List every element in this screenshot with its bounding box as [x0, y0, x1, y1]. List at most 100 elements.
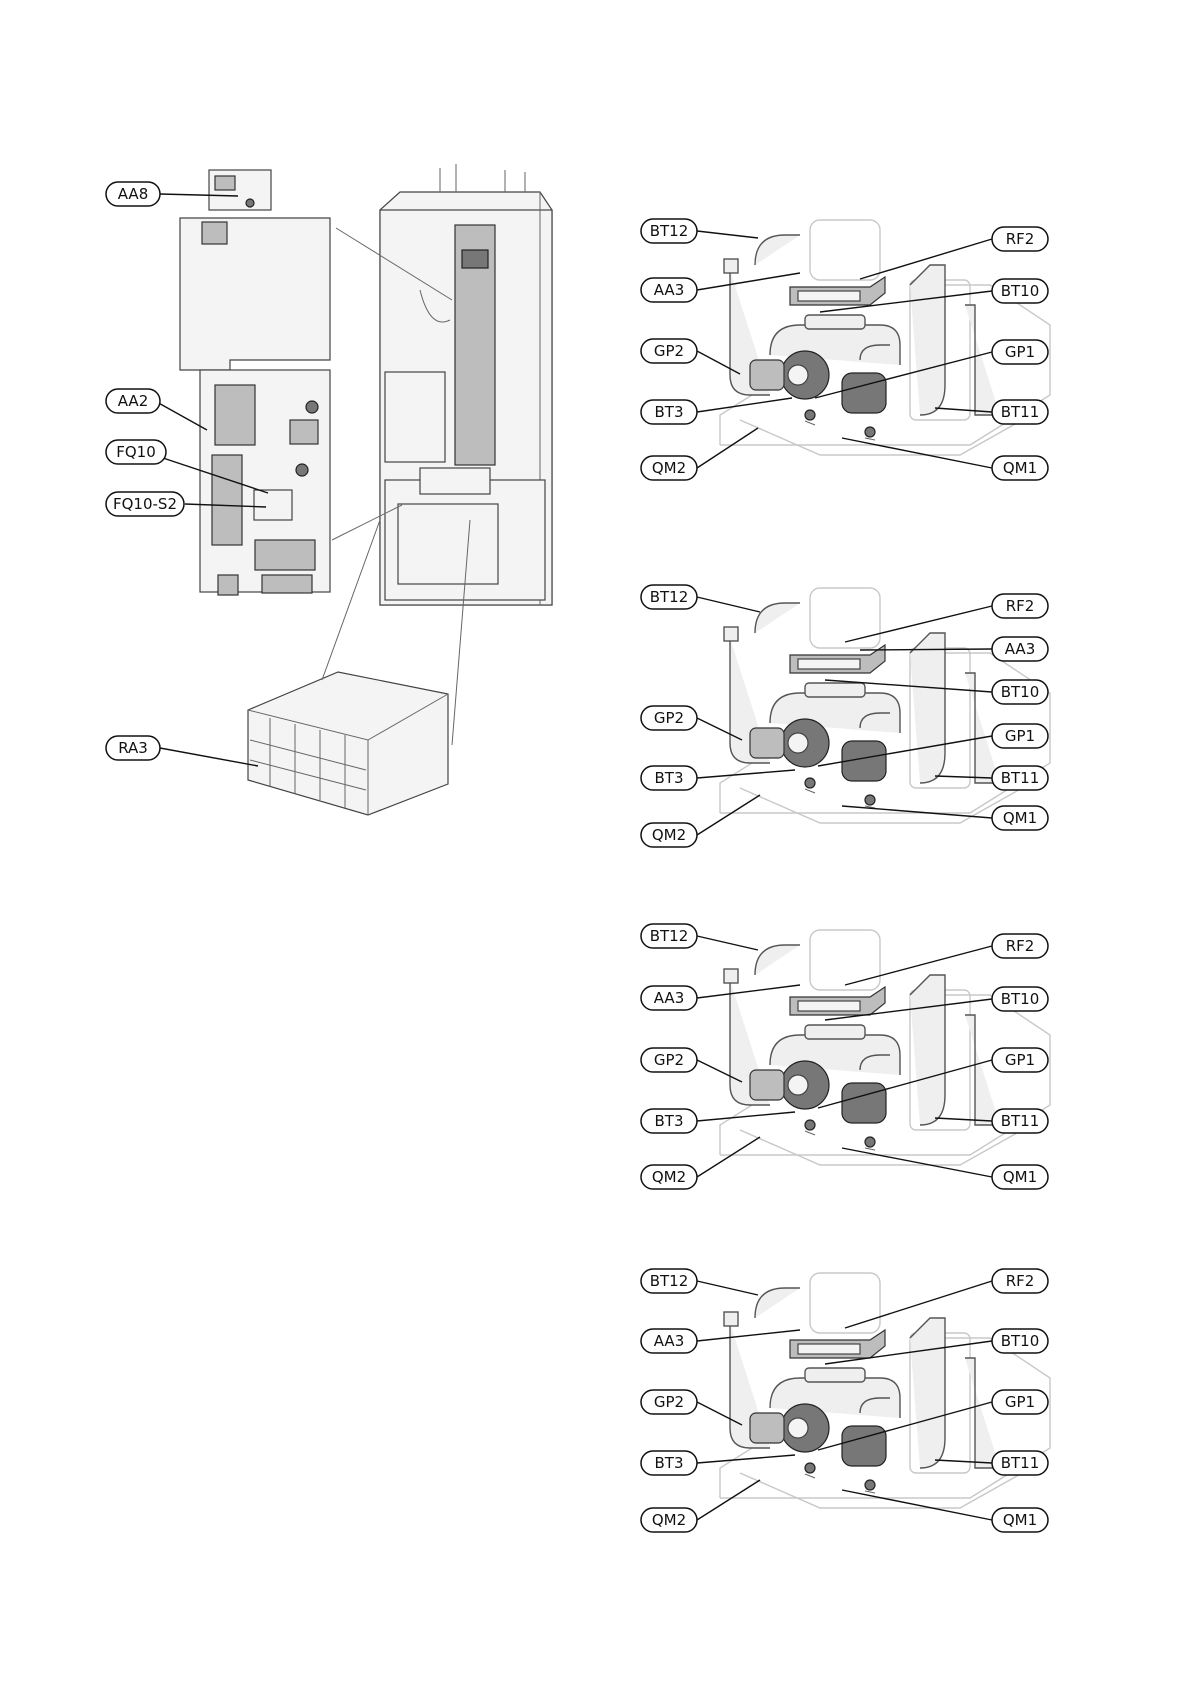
label-bt3: BT3	[641, 400, 697, 424]
label-qm1: QM1	[992, 806, 1048, 830]
label-bt3: BT3	[641, 766, 697, 790]
svg-text:FQ10-S2: FQ10-S2	[113, 495, 177, 513]
svg-text:BT3: BT3	[655, 403, 684, 421]
label-bt11: BT11	[992, 1451, 1048, 1475]
label-rf2: RF2	[992, 594, 1048, 618]
label-fq10: FQ10	[106, 440, 166, 464]
svg-text:RF2: RF2	[1006, 230, 1035, 248]
label-aa2: AA2	[106, 389, 160, 413]
svg-text:QM1: QM1	[1003, 459, 1037, 477]
label-bt12: BT12	[641, 924, 697, 948]
label-qm2: QM2	[641, 1165, 697, 1189]
svg-text:QM1: QM1	[1003, 1168, 1037, 1186]
svg-text:RA3: RA3	[118, 739, 148, 757]
svg-text:AA3: AA3	[1005, 640, 1035, 658]
label-bt12: BT12	[641, 219, 697, 243]
svg-text:BT10: BT10	[1001, 990, 1040, 1008]
svg-text:GP1: GP1	[1005, 727, 1035, 745]
svg-text:QM2: QM2	[652, 1511, 686, 1529]
svg-text:QM2: QM2	[652, 1168, 686, 1186]
label-bt11: BT11	[992, 400, 1048, 424]
svg-text:BT3: BT3	[655, 769, 684, 787]
svg-text:AA2: AA2	[118, 392, 148, 410]
label-aa3: AA3	[641, 986, 697, 1010]
svg-text:GP2: GP2	[654, 1393, 684, 1411]
svg-text:BT12: BT12	[650, 588, 689, 606]
label-gp1: GP1	[992, 1048, 1048, 1072]
label-bt11: BT11	[992, 766, 1048, 790]
ra3-filter	[248, 672, 448, 815]
label-qm1: QM1	[992, 1508, 1048, 1532]
svg-text:BT11: BT11	[1001, 1112, 1040, 1130]
svg-text:FQ10: FQ10	[116, 443, 156, 461]
svg-text:BT10: BT10	[1001, 1332, 1040, 1350]
svg-text:AA3: AA3	[654, 989, 684, 1007]
svg-text:BT10: BT10	[1001, 683, 1040, 701]
svg-text:RF2: RF2	[1006, 1272, 1035, 1290]
svg-text:RF2: RF2	[1006, 937, 1035, 955]
label-rf2: RF2	[992, 934, 1048, 958]
svg-text:QM1: QM1	[1003, 1511, 1037, 1529]
label-aa3: AA3	[641, 278, 697, 302]
label-qm2: QM2	[641, 823, 697, 847]
label-rf2: RF2	[992, 227, 1048, 251]
label-qm2: QM2	[641, 1508, 697, 1532]
svg-text:BT3: BT3	[655, 1454, 684, 1472]
label-gp1: GP1	[992, 1390, 1048, 1414]
svg-text:GP2: GP2	[654, 709, 684, 727]
svg-text:BT12: BT12	[650, 222, 689, 240]
label-bt11: BT11	[992, 1109, 1048, 1133]
svg-text:RF2: RF2	[1006, 597, 1035, 615]
svg-text:BT11: BT11	[1001, 403, 1040, 421]
label-gp2: GP2	[641, 706, 697, 730]
svg-text:AA3: AA3	[654, 1332, 684, 1350]
pump-module-2: BT12 GP2 BT3 QM2 RF2 AA3 BT10 GP1 BT11 Q…	[641, 585, 1050, 847]
svg-text:GP2: GP2	[654, 342, 684, 360]
label-gp2: GP2	[641, 339, 697, 363]
label-qm1: QM1	[992, 456, 1048, 480]
label-ra3: RA3	[106, 736, 160, 760]
svg-text:GP1: GP1	[1005, 1393, 1035, 1411]
label-bt10: BT10	[992, 1329, 1048, 1353]
svg-text:AA8: AA8	[118, 185, 148, 203]
svg-text:AA3: AA3	[654, 281, 684, 299]
svg-text:BT3: BT3	[655, 1112, 684, 1130]
label-bt10: BT10	[992, 279, 1048, 303]
svg-text:GP1: GP1	[1005, 1051, 1035, 1069]
svg-text:GP2: GP2	[654, 1051, 684, 1069]
aa2-board	[180, 218, 330, 595]
label-aa3: AA3	[641, 1329, 697, 1353]
label-qm2: QM2	[641, 456, 697, 480]
svg-text:BT12: BT12	[650, 1272, 689, 1290]
label-bt12: BT12	[641, 585, 697, 609]
label-bt3: BT3	[641, 1451, 697, 1475]
label-bt10: BT10	[992, 987, 1048, 1011]
svg-text:BT11: BT11	[1001, 1454, 1040, 1472]
svg-text:BT10: BT10	[1001, 282, 1040, 300]
label-bt10: BT10	[992, 680, 1048, 704]
label-aa8: AA8	[106, 182, 160, 206]
label-bt3: BT3	[641, 1109, 697, 1133]
label-gp2: GP2	[641, 1048, 697, 1072]
label-aa3: AA3	[992, 637, 1048, 661]
svg-text:QM2: QM2	[652, 826, 686, 844]
svg-text:BT11: BT11	[1001, 769, 1040, 787]
label-rf2: RF2	[992, 1269, 1048, 1293]
svg-text:BT12: BT12	[650, 927, 689, 945]
pump-module-3: BT12 AA3 GP2 BT3 QM2 RF2 BT10 GP1 BT11 Q…	[641, 924, 1050, 1189]
label-bt12: BT12	[641, 1269, 697, 1293]
svg-text:QM2: QM2	[652, 459, 686, 477]
label-fq10-s2: FQ10-S2	[106, 492, 184, 516]
label-gp1: GP1	[992, 340, 1048, 364]
cabinet	[380, 164, 552, 605]
svg-text:GP1: GP1	[1005, 343, 1035, 361]
svg-text:QM1: QM1	[1003, 809, 1037, 827]
label-gp2: GP2	[641, 1390, 697, 1414]
pump-module-4: BT12 AA3 GP2 BT3 QM2 RF2 BT10 GP1 BT11 Q…	[641, 1269, 1050, 1532]
pump-module-1: BT12 AA3 GP2 BT3 QM2 RF2 BT10 GP1 BT11 Q…	[641, 219, 1050, 480]
heat-pump-illustration	[180, 164, 552, 815]
label-qm1: QM1	[992, 1165, 1048, 1189]
aa8-board	[209, 170, 271, 210]
label-gp1: GP1	[992, 724, 1048, 748]
